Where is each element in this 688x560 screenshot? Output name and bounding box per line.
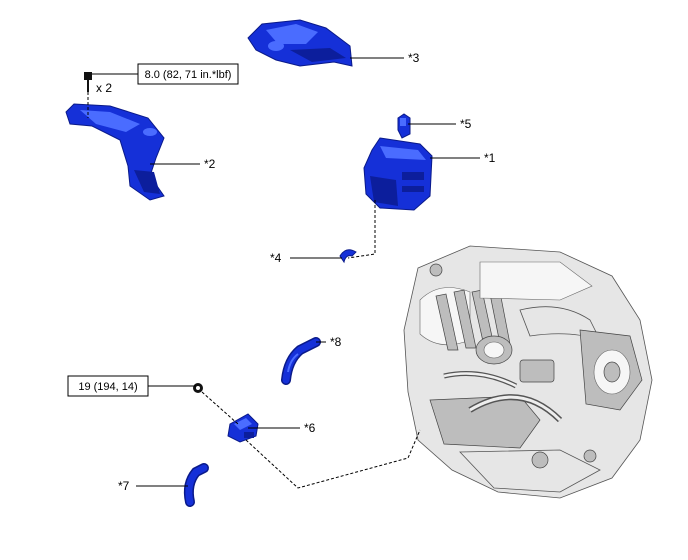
- callout-3: *3: [408, 51, 420, 65]
- bolt-bottom: [193, 383, 203, 393]
- callout-7: *7: [118, 479, 130, 493]
- bolt-bottom-dash: [201, 391, 239, 425]
- part-4-clamp: [339, 249, 357, 264]
- callout-6: *6: [304, 421, 316, 435]
- engine-assembly: [403, 245, 653, 499]
- air-cleaner-to-clamp-dash: [347, 200, 376, 259]
- part-3-engine-cover: [247, 19, 353, 67]
- part-1-air-cleaner-assembly: [363, 137, 433, 211]
- bolt-top: [84, 72, 92, 92]
- torque-box-bottom: [67, 375, 149, 397]
- part-2-air-duct-bracket: [65, 103, 165, 201]
- part-8-hose: [281, 337, 321, 385]
- callout-2: *2: [204, 157, 216, 171]
- part-5-hose: [397, 113, 411, 139]
- callout-4: *4: [270, 251, 282, 265]
- torque-value-bottom: 19 (194, 14): [78, 381, 137, 393]
- part-7-hose: [183, 463, 209, 507]
- torque-box-top: [137, 63, 239, 85]
- part-6-fitting: [227, 413, 259, 443]
- callout-1: *1: [484, 151, 496, 165]
- callout-5: *5: [460, 117, 472, 131]
- bolt-top-quantity: x 2: [96, 81, 112, 95]
- callout-8: *8: [330, 335, 342, 349]
- fitting-to-engine-dash: [245, 429, 421, 489]
- torque-value-top: 8.0 (82, 71 in.*lbf): [145, 69, 232, 81]
